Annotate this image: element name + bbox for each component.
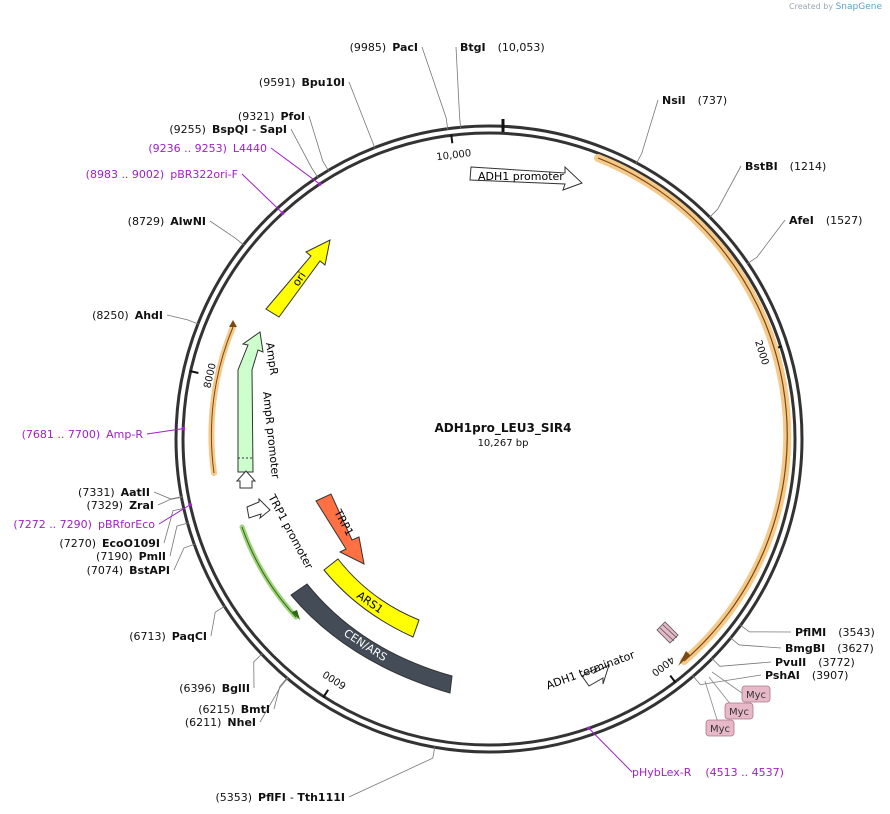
site-label: (7190)PmlI: [96, 550, 166, 563]
snapgene-credit: Created by SnapGene: [789, 2, 882, 12]
site-label: (7329)ZraI: [87, 499, 155, 512]
site-label: PflMI(3543): [795, 626, 875, 639]
tick-mark: [450, 134, 454, 144]
site-afei[interactable]: AfeI(1527): [746, 214, 862, 265]
tick-mark: [189, 369, 199, 374]
site-paci[interactable]: (9985)PacI: [350, 41, 449, 130]
plasmid-name: ADH1pro_LEU3_SIR4: [434, 421, 571, 436]
site-label: BtgI(10,053): [460, 41, 545, 54]
site-label: (6215)BmtI: [198, 703, 270, 716]
site-bmti[interactable]: (6215)BmtI: [198, 676, 288, 716]
site-label: AfeI(1527): [789, 214, 862, 227]
site-bmgbi[interactable]: BmgBI(3627): [729, 637, 874, 655]
feature-label: AmpR: [263, 342, 280, 377]
left-insert-arc: [208, 320, 237, 476]
site-paqci[interactable]: (6713)PaqCI: [129, 605, 226, 643]
primer-label: (7272 .. 7290)pBRforEco: [13, 518, 155, 531]
site-btgi[interactable]: BtgI(10,053): [455, 41, 545, 129]
site-bstapi[interactable]: (7074)BstAPI: [87, 543, 196, 577]
site-label: (8250)AhdI: [92, 309, 163, 322]
feature-myc-tags: [656, 621, 679, 644]
site-ecoo109i[interactable]: (7270)EcoO109I: [59, 507, 185, 550]
site-pvuii[interactable]: PvuII(3772): [711, 656, 855, 669]
feature-adh1-terminator: ADH1 terminator: [544, 648, 636, 692]
primer-pbr322ori-f[interactable]: (8983 .. 9002)pBR322ori-F: [86, 168, 285, 215]
site-bspqi-sapi[interactable]: (9255)BspQI- SapI: [169, 123, 319, 179]
site-label: (8729)AlwNI: [128, 215, 206, 228]
restriction-sites: (9985)PacI BtgI(10,053) NsiI(737) BstBI(121…: [59, 41, 874, 804]
site-label: PvuII(3772): [775, 656, 855, 669]
site-pflfi-tth111i[interactable]: (5353)PflFI- Tth111I: [215, 746, 436, 804]
site-bstbi[interactable]: BstBI(1214): [708, 160, 826, 219]
credit-text: Created by: [789, 2, 834, 11]
myc-label: Myc: [746, 690, 766, 701]
snapgene-brand: SnapGene: [835, 2, 882, 12]
primer-label: (8983 .. 9002)pBR322ori-F: [86, 168, 238, 181]
plasmid-length: 10,267 bp: [478, 438, 529, 449]
myc-label: Myc: [710, 724, 730, 735]
site-bpu10i[interactable]: (9591)Bpu10I: [259, 76, 376, 149]
site-label: BmgBI(3627): [785, 642, 874, 655]
site-label: (5353)PflFI- Tth111I: [215, 791, 345, 804]
primer-phyblex-r[interactable]: pHybLex-R(4513 .. 4537): [587, 726, 784, 779]
site-pflmi[interactable]: PflMI(3543): [739, 624, 875, 639]
backbone-outer: [174, 124, 804, 754]
site-alwni[interactable]: (8729)AlwNI: [128, 215, 245, 246]
feature-label: ADH1 terminator: [544, 648, 636, 692]
feature-trp1: TRP1: [315, 493, 365, 565]
feature-ampr: AmpR AmpR promoter: [237, 331, 282, 480]
insert-arc: [594, 154, 792, 666]
primer-label: (7681 .. 7700)Amp-R: [22, 428, 144, 441]
primer-label: (9236 .. 9253)L4440: [148, 142, 267, 155]
site-label: (9255)BspQI- SapI: [169, 123, 287, 136]
myc-box: [724, 702, 754, 720]
feature-adh1-promoter: ADH1 promoter: [469, 165, 583, 191]
site-pmli[interactable]: (7190)PmlI: [96, 522, 189, 563]
tick-label: 2000: [752, 339, 770, 367]
tick-mark: [669, 674, 677, 684]
site-nsii[interactable]: NsiI(737): [635, 94, 727, 165]
site-pshai[interactable]: PshAI(3907): [692, 669, 849, 686]
site-aatii[interactable]: (7331)AatII: [78, 486, 183, 500]
site-label: (6713)PaqCI: [129, 630, 207, 643]
site-pfoi[interactable]: (9321)PfoI: [238, 110, 330, 172]
site-label: (6211)NheI: [185, 716, 256, 729]
site-label: (6396)BglII: [179, 682, 250, 695]
site-ahdi[interactable]: (8250)AhdI: [92, 309, 199, 325]
primer-l4440[interactable]: (9236 .. 9253)L4440: [148, 142, 322, 186]
site-label: PshAI(3907): [765, 669, 848, 682]
site-label: (9985)PacI: [350, 41, 418, 54]
site-label: BstBI(1214): [745, 160, 826, 173]
site-nhei[interactable]: (6211)NheI: [185, 677, 289, 729]
myc-label-group: Myc Myc Myc: [704, 671, 771, 737]
myc-box: [705, 719, 735, 737]
feature-label: TRP1 promoter: [265, 491, 316, 571]
site-bglii[interactable]: (6396)BglII: [179, 653, 263, 695]
tick-label: 4000: [649, 654, 676, 678]
myc-label: Myc: [729, 707, 749, 718]
site-label: NsiI(737): [662, 94, 727, 107]
site-label: (7270)EcoO109I: [59, 537, 160, 550]
primer-label: pHybLex-R(4513 .. 4537): [632, 766, 784, 779]
feature-label: AmpR promoter: [260, 391, 282, 480]
feature-ori: ori: [265, 239, 331, 318]
green-arc: [239, 524, 300, 620]
backbone-inner: [181, 131, 797, 747]
tick-label: 6000: [321, 668, 348, 691]
site-zrai[interactable]: (7329)ZraI: [87, 496, 183, 512]
site-label: (7331)AatII: [78, 486, 150, 499]
primers: (9236 .. 9253)L4440 (8983 .. 9002)pBR322o…: [13, 142, 784, 779]
primer-amp-r[interactable]: (7681 .. 7700)Amp-R: [22, 426, 185, 441]
tick-label: 10,000: [436, 148, 472, 163]
site-label: (9321)PfoI: [238, 110, 305, 123]
site-label: (7074)BstAPI: [87, 564, 170, 577]
primer-pbrforeco[interactable]: (7272 .. 7290)pBRforEco: [13, 502, 192, 531]
myc-box: [741, 685, 771, 703]
feature-label: ADH1 promoter: [478, 170, 564, 183]
tick-mark: [322, 689, 329, 698]
site-label: (9591)Bpu10I: [259, 76, 345, 89]
feature-ampr-promoter-arrow: [235, 470, 257, 489]
